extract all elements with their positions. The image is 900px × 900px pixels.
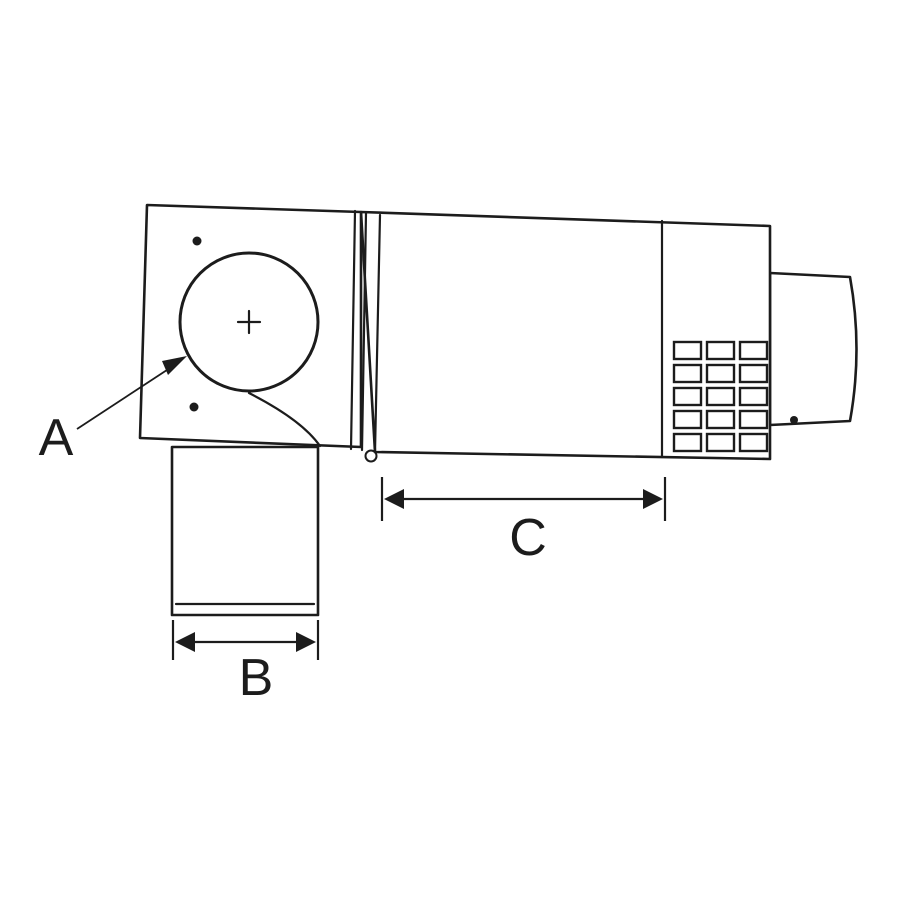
dimension-b-label: B [239,649,274,707]
dimension-b-arrow-left [175,632,195,652]
screw-hole-bottom [189,402,199,412]
elbow-curve [247,391,322,448]
seam-end-loop [364,449,378,463]
callout-a-arrowhead [162,356,187,375]
dimension-c-label: C [509,509,547,567]
dimension-c: C [380,477,667,567]
outlet-pipe [768,271,858,427]
dimension-b: B [171,620,320,707]
outlet-pin-dot [790,416,798,424]
down-pipe [170,445,320,617]
center-crosshair-icon [236,309,262,335]
dimension-c-arrow-right [643,489,663,509]
callout-a-leader-line [76,367,171,430]
screw-hole-top [192,236,202,246]
louver-grille [672,340,769,453]
terminal-body [359,210,772,461]
dimension-b-arrow-right [296,632,316,652]
body-seam-lines [349,209,382,454]
callout-a-label: A [39,409,74,467]
dimension-c-arrow-left [384,489,404,509]
callout-a: A [39,356,187,467]
